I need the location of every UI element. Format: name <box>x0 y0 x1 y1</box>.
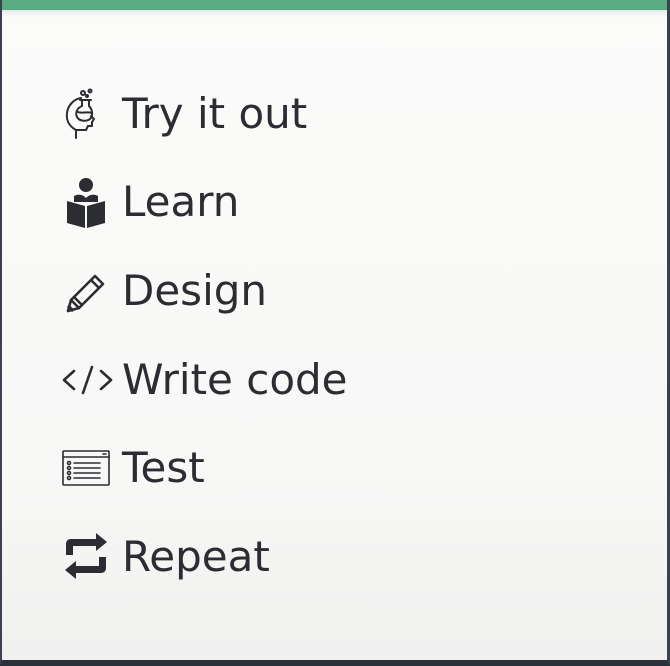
list-item-label: Learn <box>122 177 240 226</box>
browser-checklist-icon <box>60 440 116 496</box>
list-item-write-code: Write code <box>60 352 348 408</box>
list-item-learn: Learn <box>60 174 239 230</box>
head-flask-icon <box>60 86 116 142</box>
repeat-arrows-icon <box>60 529 116 585</box>
person-reading-book-icon <box>60 174 116 230</box>
list-item-repeat: Repeat <box>60 529 270 585</box>
list-item-label: Write code <box>122 355 348 404</box>
list-item-test: Test <box>60 440 205 496</box>
list-item-try-it-out: Try it out <box>60 86 307 142</box>
list-item-label: Try it out <box>122 89 308 138</box>
list-item-label: Design <box>122 266 268 315</box>
code-tag-icon <box>60 352 116 408</box>
pencil-icon <box>60 263 116 319</box>
list-item-label: Test <box>122 443 205 492</box>
top-shade <box>2 10 667 18</box>
list-item-design: Design <box>60 263 267 319</box>
list-item-label: Repeat <box>122 532 270 581</box>
